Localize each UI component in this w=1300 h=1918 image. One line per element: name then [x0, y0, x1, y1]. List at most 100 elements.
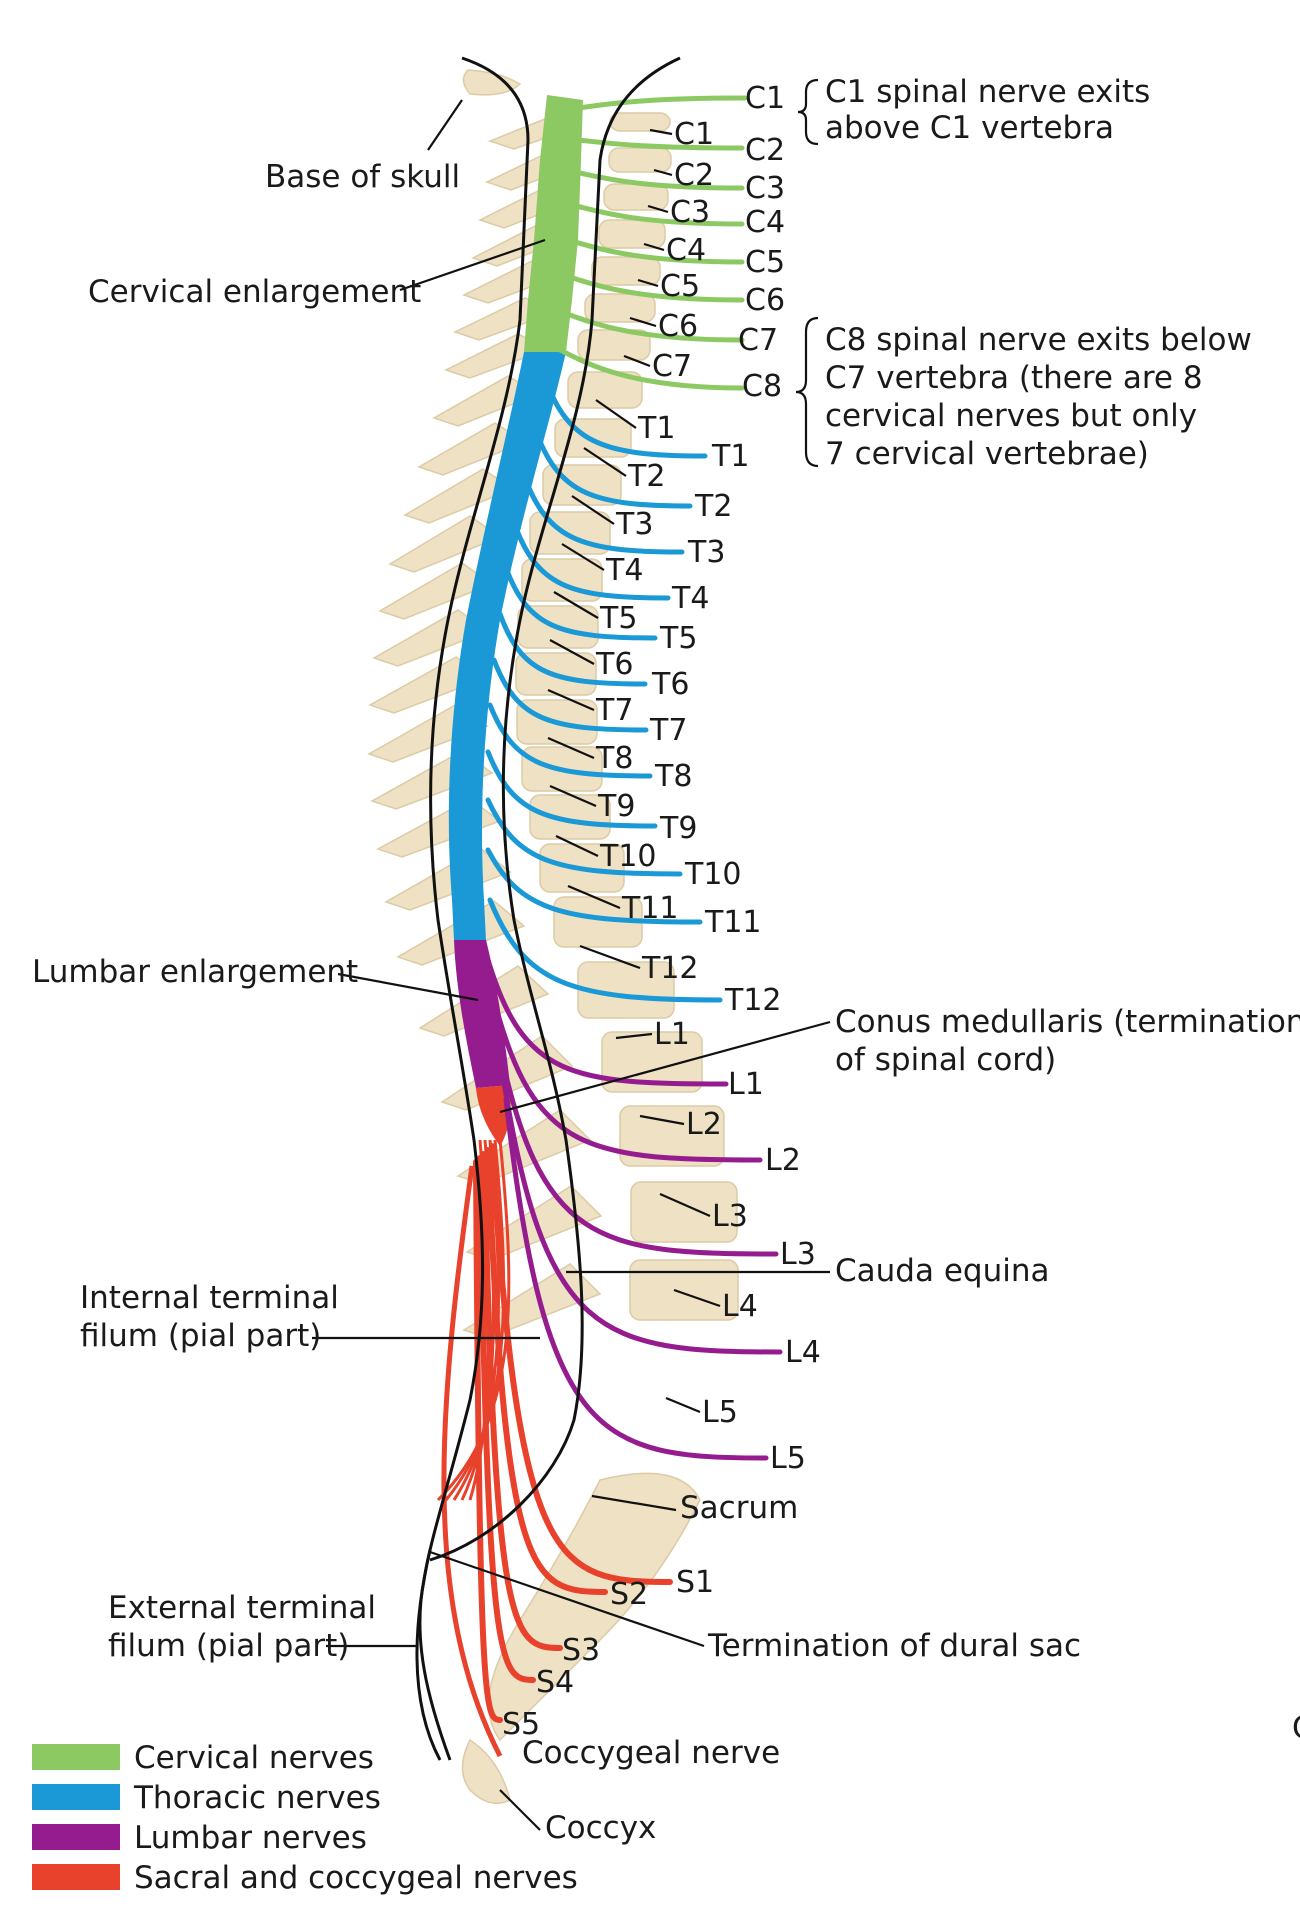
legend-swatch-thoracic	[32, 1784, 120, 1810]
vertebra-leader	[623, 354, 651, 368]
legend-swatch-lumbar	[32, 1824, 120, 1850]
vertebral-body	[629, 1259, 739, 1321]
lumbar-nerve-label-L5: L5	[770, 1441, 806, 1476]
cervical-nerve-label-C6: C6	[745, 283, 785, 318]
c8-note-brace	[795, 316, 819, 468]
cervical-nerve-C5	[565, 237, 745, 265]
lumbar-nerve-label-L2: L2	[765, 1143, 801, 1178]
c8-note-line3: cervical nerves but only	[825, 398, 1197, 434]
vertebra-leader	[561, 543, 605, 571]
vertebra-leader	[555, 835, 599, 857]
vertebra-leader	[553, 591, 599, 619]
thoracic-nerve-T5	[503, 565, 658, 641]
vertebra-label-T11: T11	[621, 891, 679, 926]
cauda-equina-root	[468, 1139, 491, 1501]
vertebral-column	[367, 69, 739, 1805]
sacral-nerve-label-S3: S3	[562, 1633, 600, 1668]
coccyx-leader	[499, 1789, 541, 1831]
thoracic-nerve-label-T10: T10	[684, 857, 742, 892]
thoracic-nerve-label-T3: T3	[687, 535, 725, 570]
vertebra-label-T5: T5	[599, 601, 637, 636]
thoracic-nerve-label-T8: T8	[654, 759, 692, 794]
internal-filum-label-line2: filum (pial part)	[80, 1318, 321, 1354]
legend-label-thoracic: Thoracic nerves	[133, 1780, 381, 1816]
thoracic-nerve-T9	[485, 749, 658, 829]
vertebral-body	[619, 1105, 725, 1167]
dural-sac	[312, 56, 831, 1831]
vertebral-body	[591, 256, 661, 286]
vertebra-label-L5: L5	[702, 1395, 738, 1430]
cervical-nerve-C7	[553, 307, 745, 343]
coccyx-bone	[461, 1738, 511, 1805]
vertebra-leader	[653, 168, 673, 177]
cervical-nerve-label-C1: C1	[745, 81, 785, 116]
vertebra-leader	[595, 399, 637, 429]
vertebra-label-T3: T3	[615, 507, 653, 542]
vertebra-leader	[629, 316, 657, 328]
c8-note-line4: 7 cervical vertebrae)	[825, 436, 1149, 472]
base-of-skull-label: Base of skull	[265, 159, 460, 195]
cauda-equina-root	[436, 1139, 511, 1502]
thoracic-nerve-T3	[519, 467, 685, 555]
vertebra-label-C4: C4	[666, 233, 706, 268]
c8-note-line2: C7 vertebra (there are 8	[825, 360, 1203, 396]
vertebra-label-T6: T6	[595, 647, 633, 682]
thoracic-nerve-label-T7: T7	[649, 713, 687, 748]
sacrum-label: Sacrum	[680, 1490, 798, 1526]
thoracic-nerve-label-T5: T5	[659, 621, 697, 656]
c1-note-brace	[797, 78, 819, 146]
lumbar-nerve-L5	[503, 1097, 769, 1461]
dural-sac-leader	[429, 1550, 705, 1648]
vertebra-label-C5: C5	[660, 269, 700, 304]
lumbar-cord-segment	[454, 940, 510, 1088]
cauda-equina-label: Cauda equina	[835, 1253, 1049, 1289]
vertebra-leader	[579, 944, 641, 970]
thoracic-nerve-T8	[487, 702, 653, 779]
thoracic-nerve-label-T4: T4	[671, 581, 709, 616]
cervical-nerve-label-C3: C3	[745, 171, 785, 206]
vertebra-label-C1: C1	[674, 117, 714, 152]
vertebra-leader	[571, 495, 615, 525]
vertebra-leader	[615, 1032, 653, 1040]
lumbar-nerve-L1	[485, 957, 729, 1087]
lumbar-nerve-L2	[491, 997, 763, 1163]
sacral-nerve-label-S4: S4	[536, 1665, 574, 1700]
sacrum-leader	[591, 1494, 677, 1512]
dura-anterior-outline	[429, 56, 681, 1562]
vertebra-label-L3: L3	[712, 1199, 748, 1234]
lumbar-enlargement-label: Lumbar enlargement	[32, 954, 358, 990]
spinal-cord	[448, 95, 583, 1146]
thoracic-nerve-label-T1: T1	[711, 439, 749, 474]
c1-note-line1: C1 spinal nerve exits	[825, 74, 1150, 110]
labels: C1C2C3C4C5C6C7C8T1T2T3T4T5T6T7T8T9T10T11…	[502, 81, 821, 1742]
cervical-nerve-C6	[560, 272, 745, 303]
cervical-nerve-label-C4: C4	[745, 205, 785, 240]
vertebra-leader	[665, 1396, 701, 1414]
thoracic-nerve-T12	[487, 897, 723, 1003]
vertebra-label-C6: C6	[658, 309, 698, 344]
external-filum-label-line1: External terminal	[108, 1590, 376, 1626]
thoracic-nerve-T7	[491, 657, 649, 733]
cervical-nerve-label-C2: C2	[745, 133, 785, 168]
coccygeal-nerve-label: Coccygeal nerve	[522, 1735, 780, 1771]
vertebra-label-T9: T9	[597, 789, 635, 824]
cervical-nerve-C2	[575, 137, 745, 151]
vertebra-label-T4: T4	[605, 553, 643, 588]
thoracic-cord-segment	[448, 352, 566, 940]
vertebra-label-L1: L1	[654, 1017, 690, 1052]
cervical-enlargement-label: Cervical enlargement	[88, 274, 421, 310]
vertebra-label-T1: T1	[637, 411, 675, 446]
cervical-nerve-label-C8: C8	[742, 369, 782, 404]
internal-filum-label-line1: Internal terminal	[80, 1280, 339, 1316]
thoracic-nerve-T11	[485, 847, 703, 925]
vertebral-body	[630, 1181, 738, 1243]
conus-segment	[476, 1085, 511, 1146]
cervical-enlargement-leader	[399, 238, 546, 292]
vertebral-body	[603, 183, 669, 211]
vertebra-leader	[643, 242, 665, 252]
legend-swatch-sacral	[32, 1864, 120, 1890]
skull-leader	[427, 99, 463, 151]
thoracic-nerve-T4	[510, 517, 671, 601]
cervical-nerve-C8	[545, 341, 745, 391]
